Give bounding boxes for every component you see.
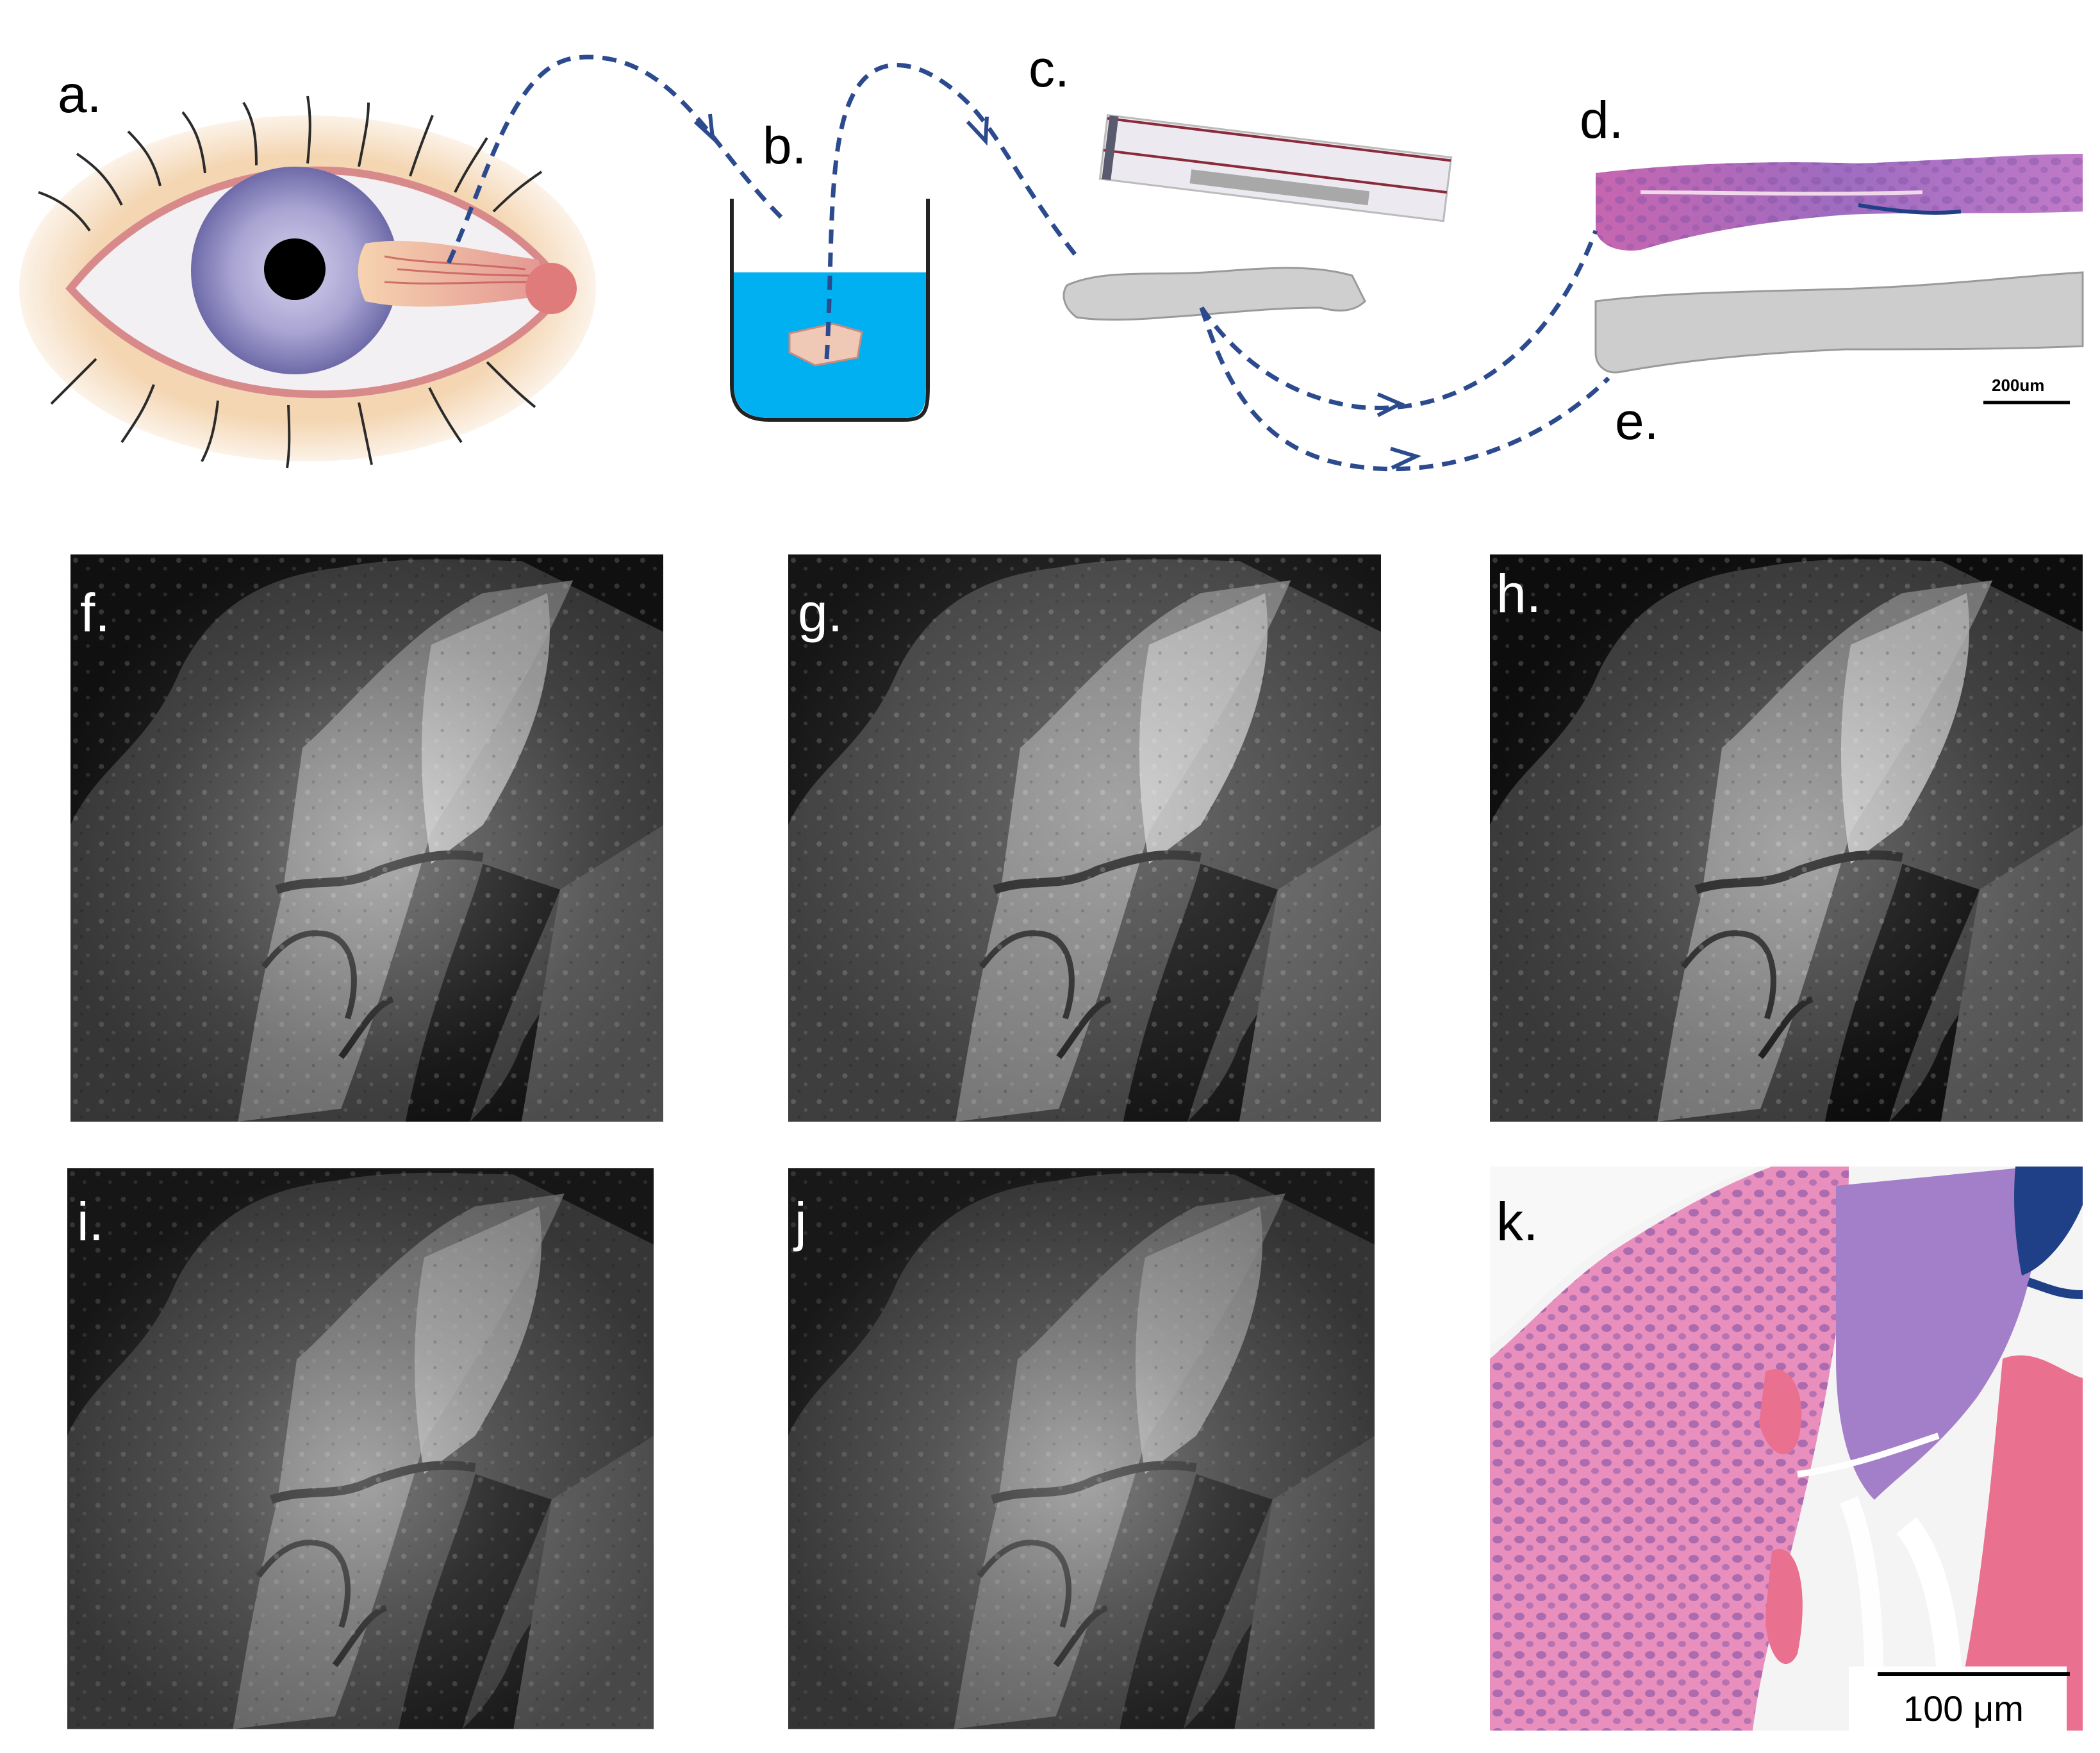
fluorescence-image-f — [70, 554, 663, 1122]
tissue-sample — [788, 322, 863, 367]
panel-a: a. — [19, 65, 596, 469]
panel-h: h. — [1490, 554, 2083, 1122]
panel-c: c. — [1029, 40, 1453, 321]
glass-slide — [1098, 114, 1453, 222]
label-a: a. — [58, 65, 101, 124]
panel-g: g. — [788, 554, 1381, 1122]
panel-f: f. — [70, 554, 663, 1122]
beaker — [730, 199, 930, 422]
label-i: i. — [77, 1192, 104, 1252]
label-h: h. — [1496, 563, 1541, 624]
label-k: k. — [1496, 1192, 1538, 1252]
label-g: g. — [798, 583, 843, 643]
fluorescence-image-h — [1490, 554, 2083, 1122]
label-j: j — [793, 1192, 807, 1252]
panel-i: i. — [67, 1168, 654, 1729]
label-b: b. — [763, 117, 806, 175]
panel-d: d. — [1580, 91, 2083, 251]
scalebar-200-label: 200um — [1992, 376, 2044, 395]
fluorescence-image-j — [788, 1168, 1375, 1729]
label-c: c. — [1029, 40, 1070, 98]
label-d: d. — [1580, 91, 1623, 149]
label-f: f. — [80, 583, 110, 643]
scalebar-100-label: 100 μm — [1903, 1688, 2024, 1729]
panel-k: k. 100 μm — [1490, 1167, 2083, 1731]
pupil — [264, 238, 326, 300]
fluorescence-image-i — [67, 1168, 654, 1729]
fluorescence-image-g — [788, 554, 1381, 1122]
process-arrows — [446, 54, 1610, 472]
he-image-k — [1490, 1167, 2083, 1731]
grey-strip — [1594, 271, 2084, 374]
label-e: e. — [1615, 392, 1658, 451]
eyelashes — [38, 96, 543, 469]
caruncle — [525, 263, 577, 314]
grey-section — [1062, 267, 1366, 321]
panel-j: j — [788, 1168, 1375, 1729]
panel-e: e. 200um — [1594, 271, 2084, 451]
panel-b: b. — [730, 117, 930, 422]
